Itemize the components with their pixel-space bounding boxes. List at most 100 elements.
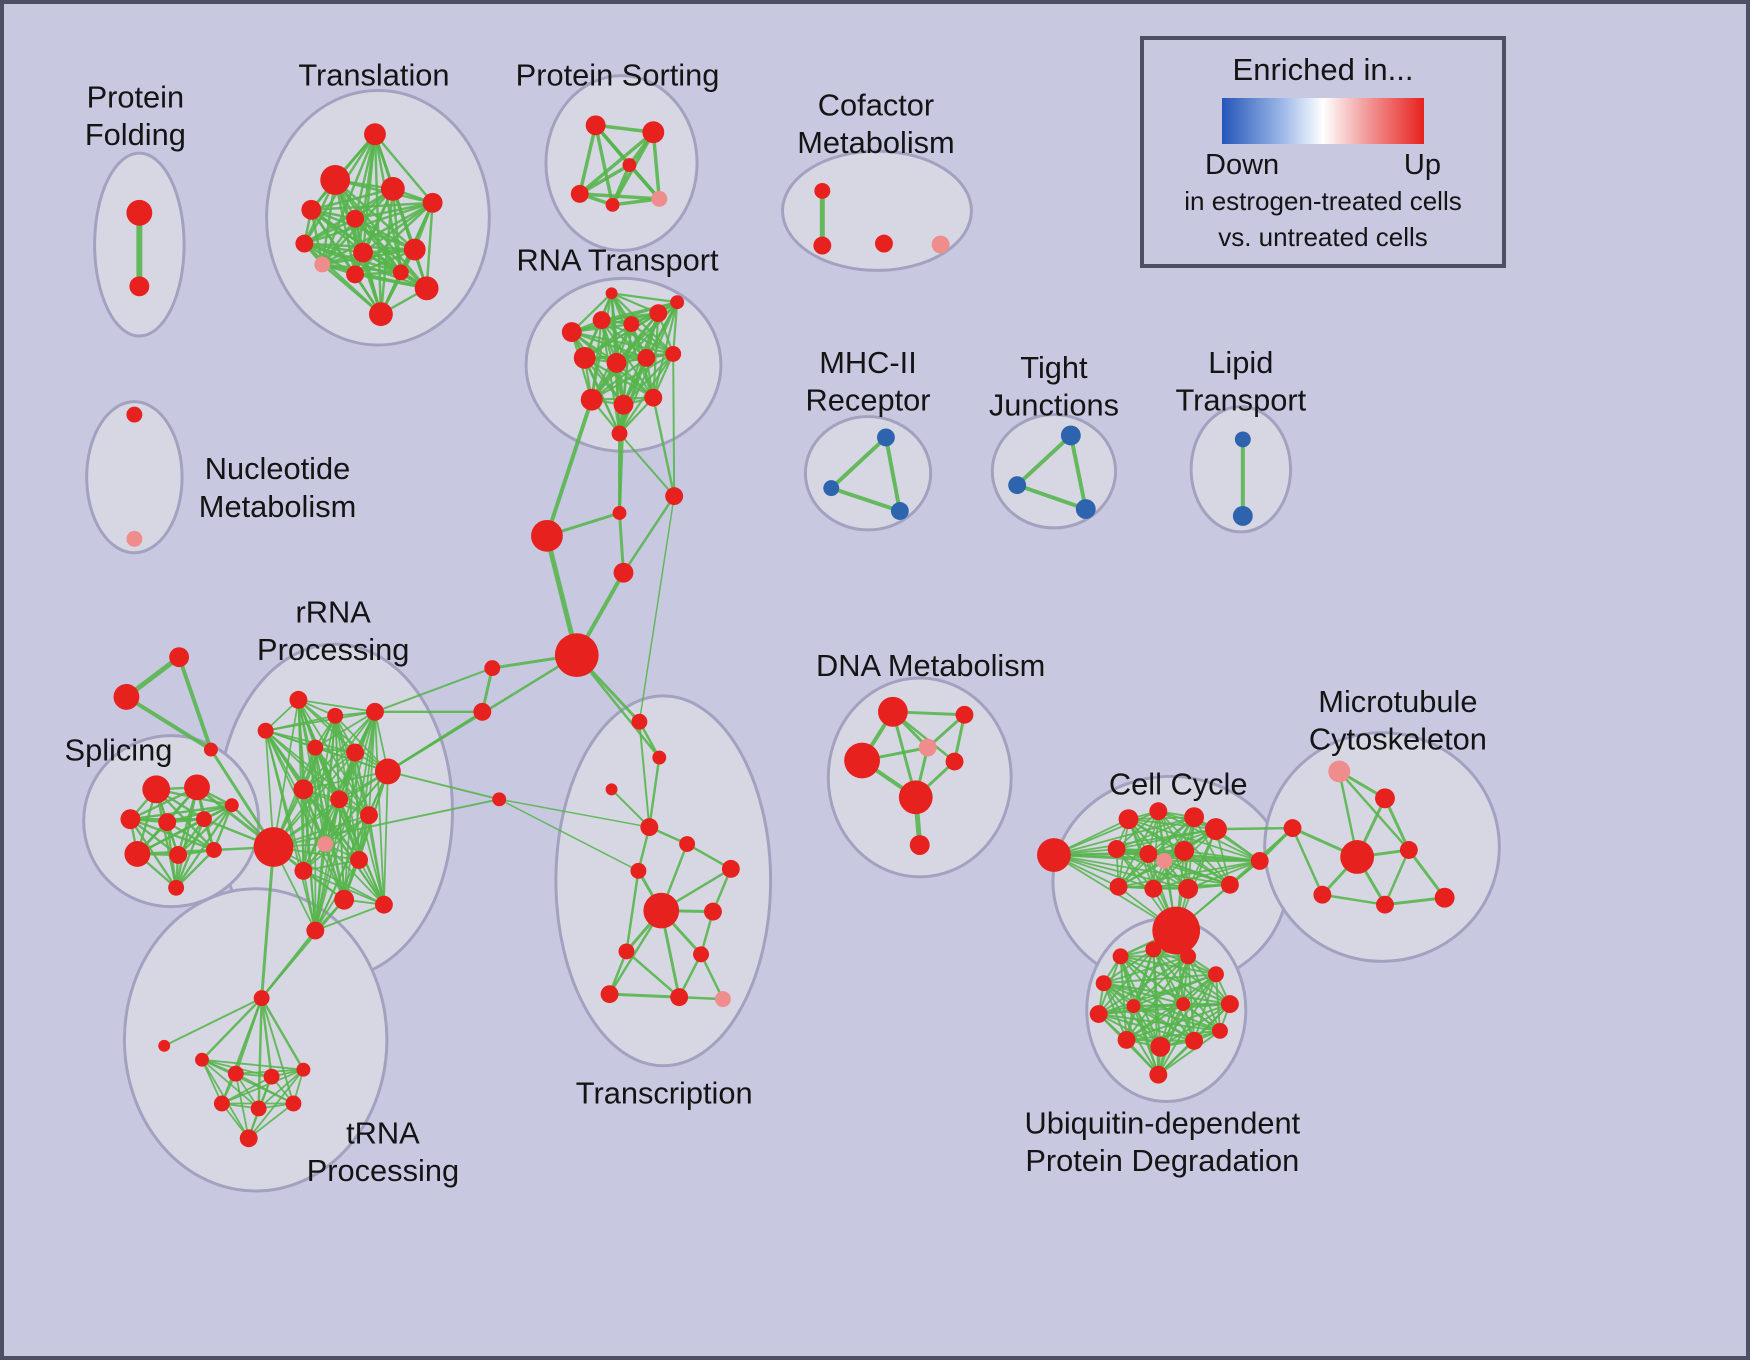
splicing-node-2 [120, 809, 141, 830]
network-edge [338, 798, 360, 861]
network-edge [1102, 982, 1231, 1006]
network-edge [391, 187, 403, 274]
network-edge [1125, 1029, 1221, 1041]
translation-node-1 [320, 165, 351, 195]
microtubule-node-1 [1375, 788, 1395, 809]
network-edge [1193, 816, 1231, 886]
dna-node-6 [909, 835, 930, 855]
translation-node-8 [403, 238, 426, 261]
network-edge [1115, 828, 1217, 850]
cell-cycle-node-11 [1178, 878, 1199, 899]
network-edge [174, 804, 233, 889]
ubiquitin-node-4 [1095, 975, 1112, 992]
network-edge [247, 1102, 295, 1140]
network-edge [314, 903, 385, 932]
translation-node-6 [295, 234, 314, 253]
network-edge [353, 217, 403, 274]
network-edge [234, 1072, 295, 1105]
network-edge [829, 435, 888, 491]
network-edge [302, 788, 385, 906]
network-edge [264, 729, 317, 932]
dna-node-4 [945, 752, 964, 771]
network-edge [314, 710, 376, 749]
legend-up-label: Up [1403, 149, 1441, 181]
network-edge [672, 301, 679, 356]
network-edge [176, 804, 233, 857]
microtubule-node-6 [1376, 895, 1394, 914]
rna-transport-node-12 [644, 388, 663, 407]
cluster-label-mhc-ii-receptor: MHC-II [819, 345, 917, 380]
network-edge [1115, 810, 1160, 850]
network-edge [260, 996, 305, 1071]
network-edge [1214, 826, 1294, 831]
network-edge [353, 132, 377, 220]
network-edge [1102, 973, 1217, 985]
protein-sorting-node-2 [570, 184, 589, 203]
network-edge [1053, 854, 1231, 886]
rrna-node-4 [307, 739, 324, 756]
network-edge [272, 846, 385, 906]
trna-node-0 [253, 990, 270, 1007]
cluster-label-rrna-processing: rRNA [296, 594, 372, 629]
protein-folding-node-1 [129, 276, 150, 297]
trna-node-3 [227, 1065, 244, 1082]
transcription-node-12 [670, 988, 689, 1007]
dna-node-1 [955, 705, 974, 724]
network-edge [1068, 433, 1088, 511]
splicing-node-1 [184, 774, 210, 801]
network-edge [374, 710, 385, 906]
translation-node-11 [414, 276, 439, 301]
cell-cycle-node-5 [1107, 840, 1126, 858]
cluster-label-cofactor-metabolism: Metabolism [797, 125, 954, 160]
trna-node-1 [158, 1039, 171, 1052]
cell-cycle-node-8 [1156, 852, 1173, 869]
network-edge [608, 992, 681, 999]
network-edge [622, 494, 676, 574]
network-edge [1383, 848, 1411, 906]
dna-node-5 [898, 780, 933, 815]
network-edge [622, 352, 675, 406]
connectors-node-1 [612, 506, 627, 520]
cell-cycle-node-9 [1109, 877, 1128, 896]
translation-node-2 [301, 199, 322, 220]
network-edge [260, 997, 295, 1105]
trna-node-9 [239, 1129, 258, 1148]
splicing-node-6 [169, 846, 188, 864]
network-edge [578, 192, 662, 201]
dna-node-0 [877, 696, 908, 727]
protein-sorting-node-1 [642, 121, 665, 144]
cluster-label-transcription: Transcription [576, 1075, 753, 1110]
microtubule-node-3 [1340, 840, 1375, 874]
cell-cycle-node-14 [1250, 851, 1269, 870]
splicing-node-9 [224, 798, 239, 813]
rna-transport-node-11 [613, 394, 634, 415]
rna-transport-node-10 [580, 388, 603, 411]
rna-transport-node-7 [606, 352, 627, 373]
splicing-node-7 [205, 842, 222, 858]
network-edge [303, 201, 434, 245]
transcription-node-7 [643, 892, 680, 929]
network-edge [1152, 860, 1261, 890]
rrna-node-12 [350, 850, 368, 869]
tight-node-0 [1060, 425, 1081, 446]
cell-cycle-node-0 [1037, 838, 1071, 872]
cluster-label-tight-junctions: Tight [1020, 350, 1088, 385]
protein-sorting-node-3 [605, 197, 620, 212]
legend-gradient-bar [1222, 98, 1424, 144]
network-edge [1119, 955, 1231, 1006]
transcription-node-0 [631, 713, 648, 730]
cell-cycle-node-2 [1149, 802, 1168, 821]
network-edge [314, 798, 341, 932]
dna-node-3 [918, 738, 937, 757]
connectors-node-4 [554, 633, 599, 678]
rna-transport-node-3 [623, 316, 640, 333]
rrna-node-3 [257, 722, 274, 739]
network-edge [200, 996, 263, 1061]
network-edge [578, 130, 656, 196]
translation-node-4 [346, 209, 365, 228]
network-edge [883, 435, 902, 513]
network-edge [1117, 860, 1261, 888]
network-edge [618, 511, 625, 575]
translation-node-12 [368, 302, 393, 327]
